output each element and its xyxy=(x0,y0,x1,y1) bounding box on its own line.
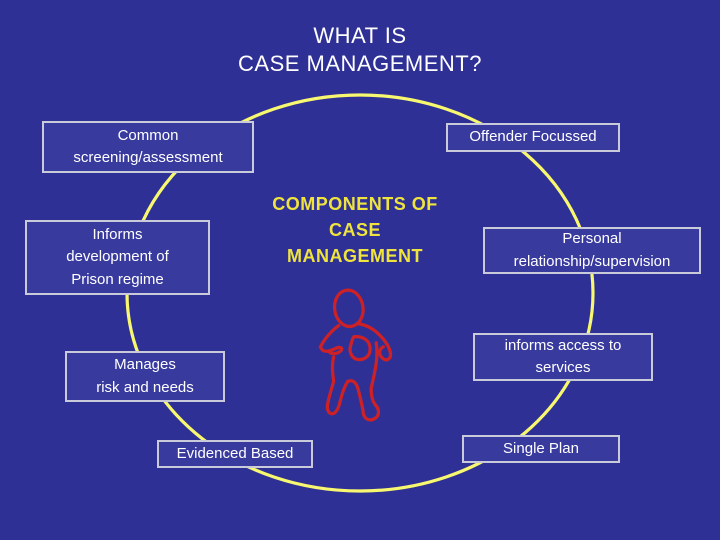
box-label: Informs development of Prison regime xyxy=(66,225,169,288)
component-box-informs-access-to-services: informs access to services xyxy=(473,333,653,381)
component-box-evidenced-based: Evidenced Based xyxy=(157,440,313,468)
box-label: Evidenced Based xyxy=(176,444,294,462)
person-outline-icon xyxy=(318,288,393,422)
box-label: Offender Focussed xyxy=(469,128,597,146)
title-line-2: CASE MANAGEMENT? xyxy=(238,51,482,76)
component-box-informs-development-of-prison-regime: Informs development of Prison regime xyxy=(25,220,210,295)
component-box-personal-relationship-supervision: Personal relationship/supervision xyxy=(483,227,701,274)
box-label: Personal relationship/supervision xyxy=(513,230,671,270)
component-box-manages-risk-and-needs: Manages risk and needs xyxy=(65,351,225,402)
box-label: informs access to services xyxy=(504,336,622,377)
center-label: COMPONENTS OF CASE MANAGEMENT xyxy=(272,194,438,266)
component-box-single-plan: Single Plan xyxy=(462,435,620,463)
title-line-1: WHAT IS xyxy=(313,23,407,48)
box-label: Single Plan xyxy=(503,439,579,457)
box-label: Common screening/assessment xyxy=(73,126,223,167)
slide-title: WHAT IS CASE MANAGEMENT? xyxy=(0,22,720,78)
component-box-offender-focussed: Offender Focussed xyxy=(446,123,620,152)
box-label: Manages risk and needs xyxy=(96,356,194,396)
component-box-common-screening-assessment: Common screening/assessment xyxy=(42,121,254,173)
